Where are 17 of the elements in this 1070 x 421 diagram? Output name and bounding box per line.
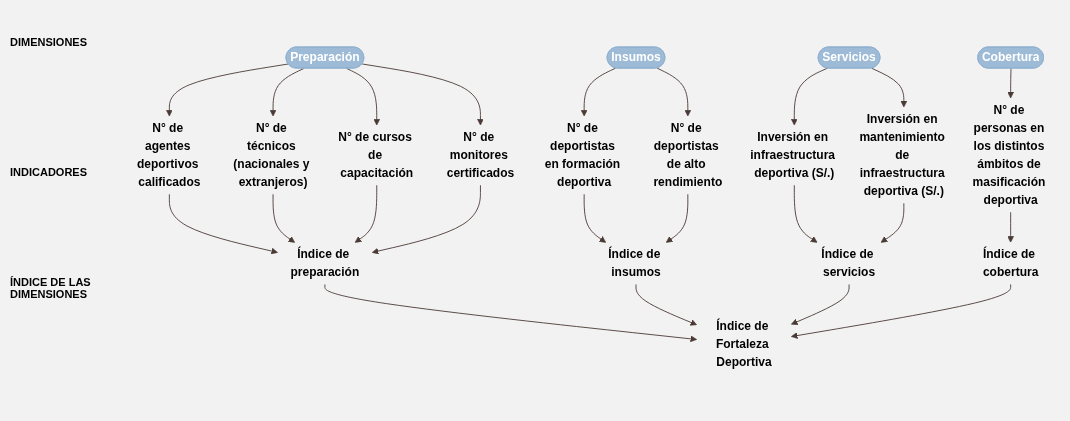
node-text: N° de agentes deportivos calificados (136, 121, 201, 188)
node-text: Índice de insumos (608, 247, 661, 279)
row-heading: INDICADORES (10, 166, 88, 178)
node-text: N° de monitores certificados (446, 130, 515, 179)
node-text: N° de cursos de capacitación (338, 130, 414, 179)
node-text: Inversión en mantenimiento de infraestructura deportiva (S/.) (859, 112, 945, 197)
node-text: Índice de preparación (290, 247, 360, 279)
node-text: N° de técnicos (nacionales y extranjeros) (233, 121, 310, 188)
node-text: Índice de Fortaleza Deportiva (715, 319, 772, 369)
node-text: Índice de servicios (821, 247, 876, 279)
node-text: N° de deportistas en formación deportiva (544, 121, 621, 188)
node-text: Índice de cobertura (982, 247, 1039, 279)
row-heading: DIMENSIONES (10, 36, 88, 48)
node-text: N° de deportistas de alto rendimiento (653, 121, 723, 188)
node-text: N° de personas en los distintos ámbitos de masificación deportiva (972, 103, 1046, 206)
node-text: Inversión en infraestructura deportiva (S/.) (750, 130, 836, 179)
row-heading: ÍNDICE DE LAS DIMENSIONES (10, 276, 92, 300)
